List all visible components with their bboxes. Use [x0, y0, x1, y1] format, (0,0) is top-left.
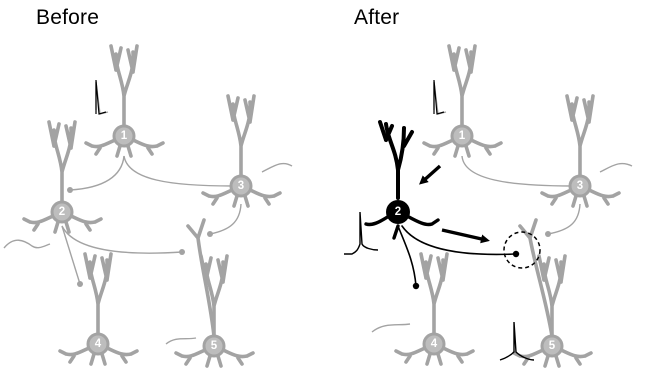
spike-trace-before [96, 80, 106, 114]
arrow-to-neuron-2 [422, 166, 440, 182]
arrow-to-synapse [442, 230, 486, 240]
after-panel [372, 46, 632, 366]
after-label-4: 4 [431, 338, 438, 350]
before-panel-title: Before [36, 6, 99, 30]
new-synapse-highlight [504, 232, 540, 268]
before-label-4: 4 [95, 338, 102, 350]
after-panel-title: After [354, 6, 399, 30]
before-panel [4, 46, 292, 366]
after-label-2: 2 [395, 206, 401, 218]
before-somas [52, 126, 251, 356]
before-neuron-labels: 1 2 3 4 5 [59, 130, 244, 352]
after-axons [372, 82, 632, 332]
after-label-5: 5 [549, 340, 556, 352]
after-label-3: 3 [577, 180, 583, 192]
before-label-2: 2 [59, 206, 65, 218]
after-label-1: 1 [459, 130, 466, 142]
before-label-3: 3 [238, 180, 244, 192]
before-label-5: 5 [211, 340, 218, 352]
spike-trace-after [434, 80, 444, 114]
voltage-trace-neuron-2 [344, 212, 378, 254]
before-label-1: 1 [121, 130, 128, 142]
